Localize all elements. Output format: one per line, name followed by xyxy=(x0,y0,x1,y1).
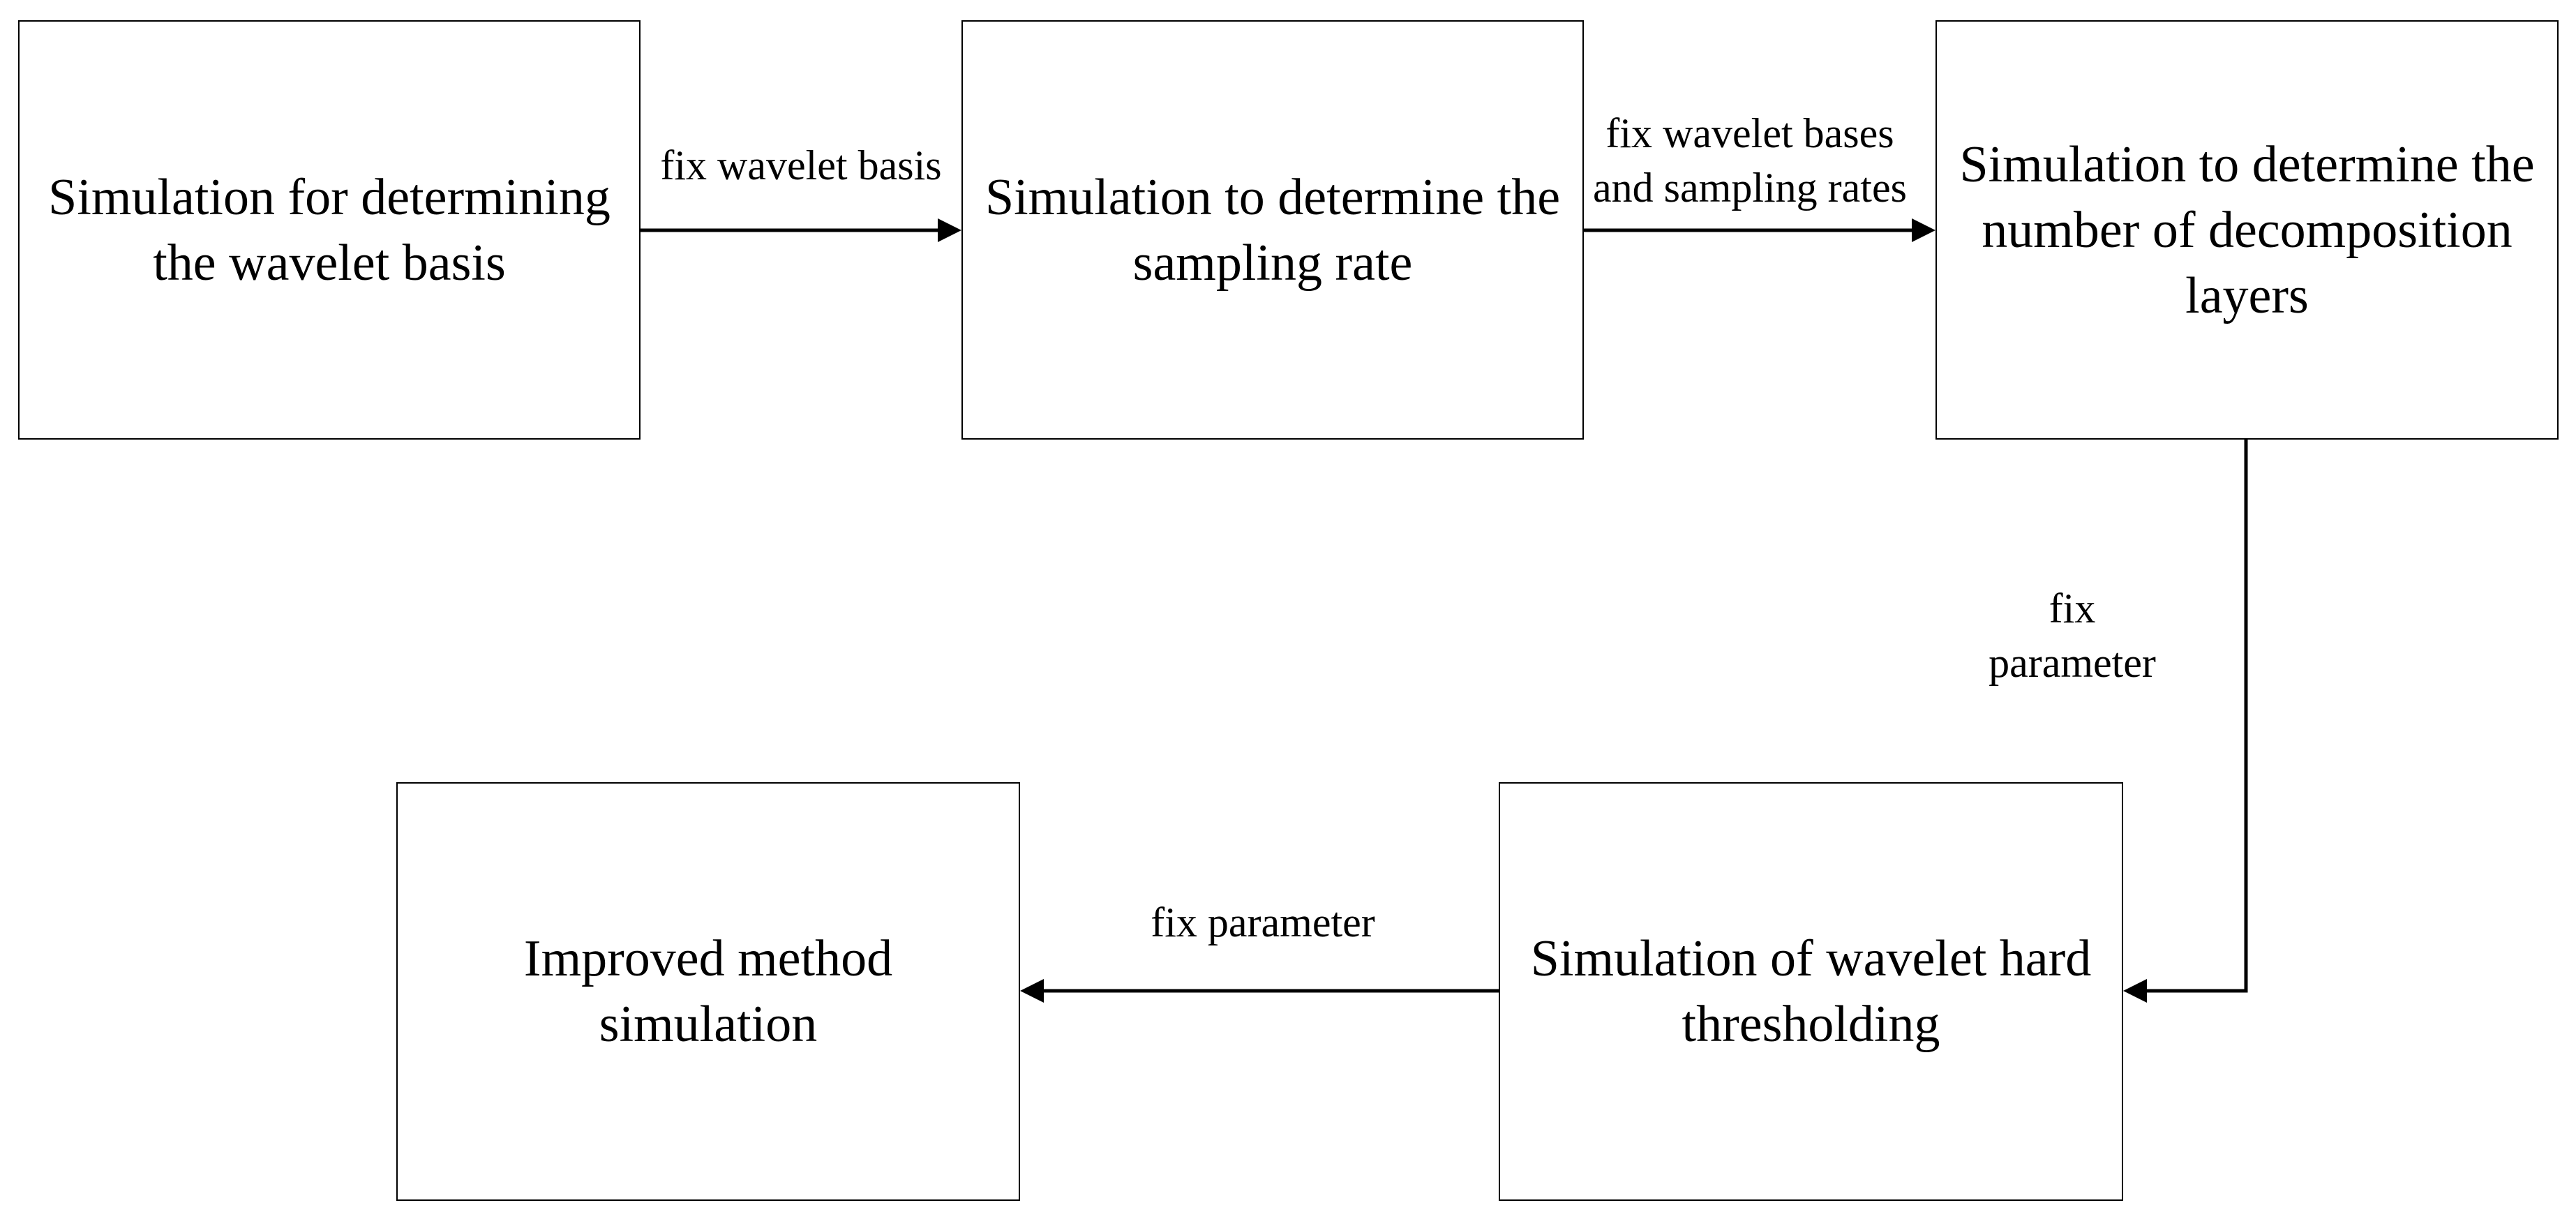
arrow-sampling-to-decomposition xyxy=(1584,218,1935,242)
edge-label-fix-wavelet-bases-and-sampling-rates: fix wavelet bases and sampling rates xyxy=(1593,110,1907,211)
node-sampling-rate-label: Simulation to determine the sampling rat… xyxy=(984,168,1561,292)
node-improved-method-label: Improved method simulation xyxy=(523,930,893,1053)
arrow-thresholding-to-improved xyxy=(1020,979,1499,1003)
arrow-wavelet-to-sampling xyxy=(641,218,961,242)
node-sampling-rate: Simulation to determine the sampling rat… xyxy=(961,20,1584,440)
node-wavelet-basis: Simulation for determining the wavelet b… xyxy=(18,20,641,440)
node-hard-thresholding-label: Simulation of wavelet hard thresholding xyxy=(1530,930,2092,1053)
node-decomposition-layers-label: Simulation to determine the number of de… xyxy=(1959,135,2535,324)
node-decomposition-layers: Simulation to determine the number of de… xyxy=(1935,20,2559,440)
node-wavelet-basis-label: Simulation for determining the wavelet b… xyxy=(48,168,611,292)
edge-label-fix-parameter-horizontal: fix parameter xyxy=(1151,899,1375,945)
edge-label-fix-wavelet-basis: fix wavelet basis xyxy=(660,142,942,188)
node-improved-method: Improved method simulation xyxy=(396,782,1020,1201)
node-hard-thresholding: Simulation of wavelet hard thresholding xyxy=(1499,782,2123,1201)
arrow-decomposition-to-thresholding xyxy=(2123,438,2248,1003)
edge-label-fix-parameter-vertical: fix parameter xyxy=(1989,585,2156,686)
